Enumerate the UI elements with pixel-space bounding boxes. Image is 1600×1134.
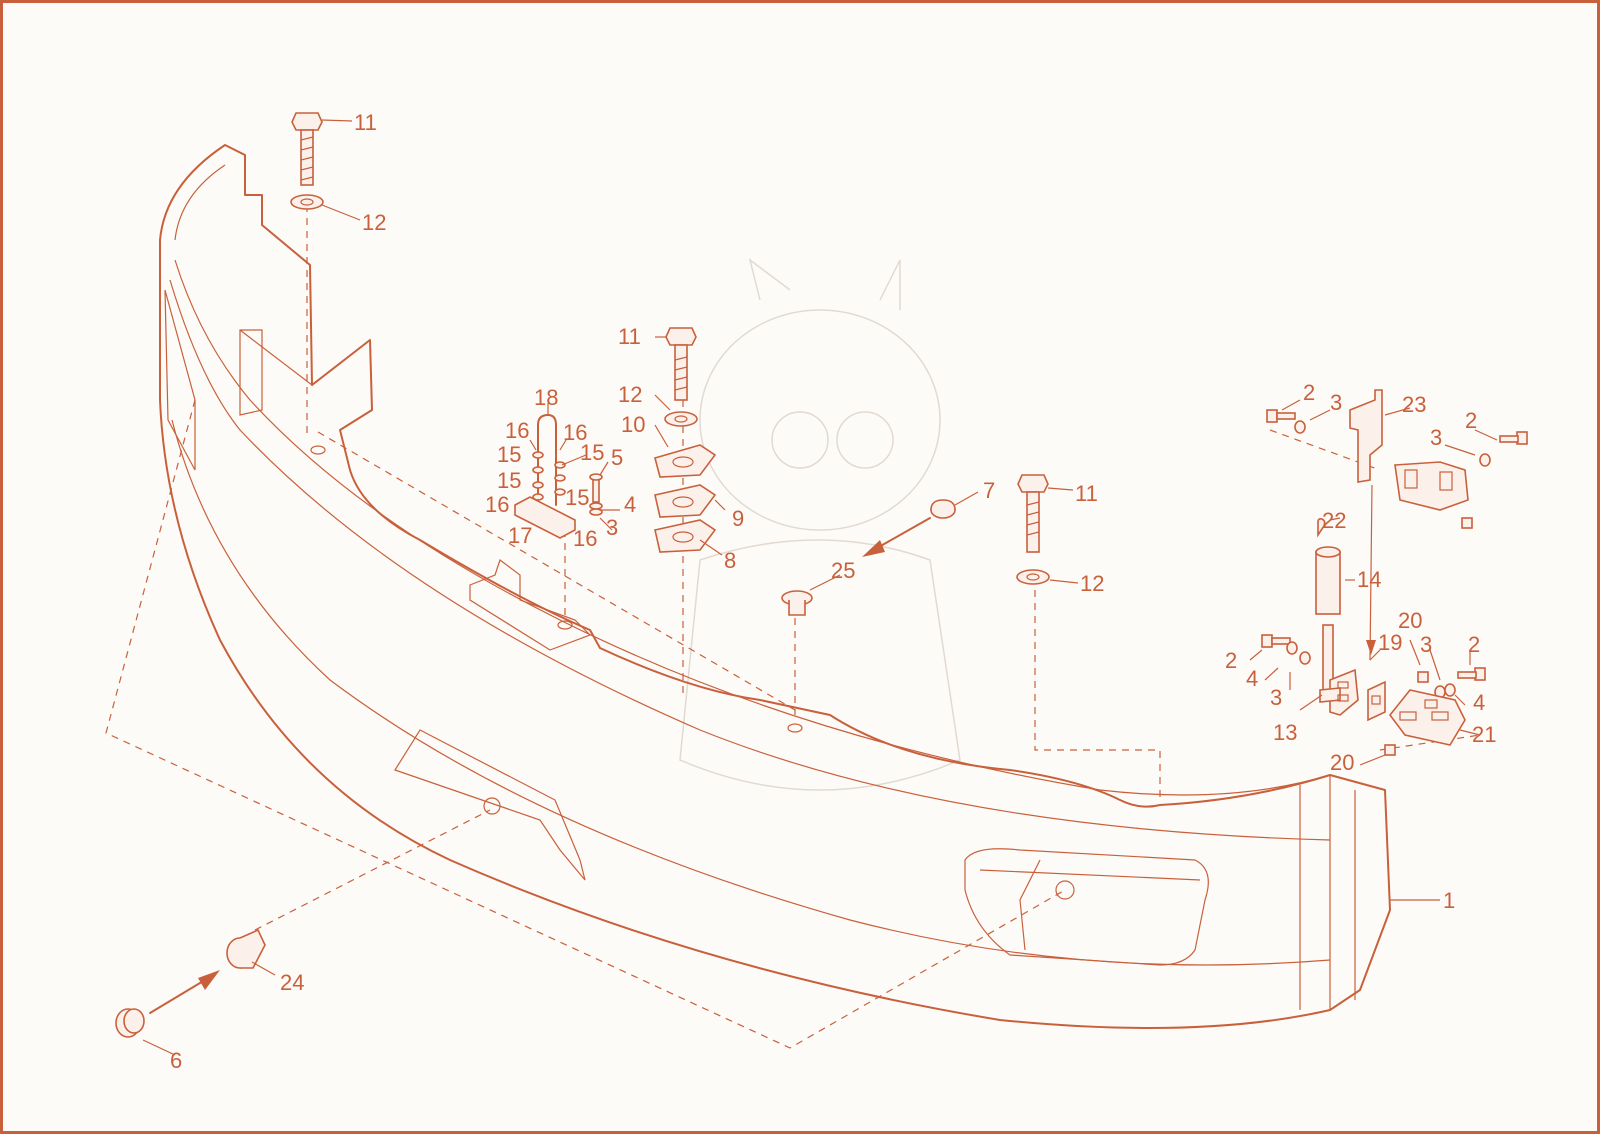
callout-4: 4 <box>1246 666 1258 691</box>
bracket-23 <box>1349 389 1473 661</box>
callout-2: 2 <box>1465 408 1477 433</box>
callout-5: 5 <box>611 445 623 470</box>
callout-2: 2 <box>1303 380 1315 405</box>
callout-9: 9 <box>732 506 744 531</box>
bolt-11-left <box>290 112 324 210</box>
callout-3: 3 <box>606 515 618 540</box>
callout-3: 3 <box>1420 632 1432 657</box>
callout-15: 15 <box>580 440 604 465</box>
callout-6: 6 <box>170 1048 182 1073</box>
bolt-11-right <box>1016 474 1050 585</box>
callout-12: 12 <box>362 210 386 235</box>
callout-20: 20 <box>1398 608 1422 633</box>
callout-4: 4 <box>624 492 636 517</box>
callout-3: 3 <box>1330 390 1342 415</box>
watermark-mascot <box>679 258 961 791</box>
callout-3: 3 <box>1430 425 1442 450</box>
bracket-19-21 <box>1367 671 1466 756</box>
callout-22: 22 <box>1322 508 1346 533</box>
callout-18: 18 <box>534 385 558 410</box>
bumper-body <box>159 144 1391 1029</box>
callout-21: 21 <box>1472 722 1496 747</box>
callout-11: 11 <box>618 324 641 349</box>
callout-16: 16 <box>573 526 597 551</box>
plug-7 <box>862 499 956 557</box>
callout-10: 10 <box>621 412 645 437</box>
callout-12: 12 <box>1080 571 1104 596</box>
callout-13: 13 <box>1273 720 1297 745</box>
callout-12: 12 <box>618 382 642 407</box>
callout-11: 11 <box>354 110 377 135</box>
callout-14: 14 <box>1357 567 1381 592</box>
clip-25 <box>781 590 813 616</box>
callout-3: 3 <box>1270 685 1282 710</box>
callout-16: 16 <box>505 418 529 443</box>
callout-15: 15 <box>497 468 521 493</box>
callout-16: 16 <box>563 420 587 445</box>
callout-1: 1 <box>1443 888 1455 913</box>
callout-2: 2 <box>1225 648 1237 673</box>
spacer-14-pin-13 <box>1315 518 1359 716</box>
leader-lines <box>142 119 1498 1056</box>
callout-25: 25 <box>831 558 855 583</box>
callout-17: 17 <box>508 523 532 548</box>
callout-23: 23 <box>1402 392 1426 417</box>
callout-labels: 1 2 2 2 2 3 3 3 3 3 4 4 4 5 6 7 8 9 10 1… <box>170 110 1496 1073</box>
callout-11: 11 <box>1075 481 1098 506</box>
callout-2: 2 <box>1468 632 1480 657</box>
screws-2-3 <box>1261 409 1528 699</box>
bolt-11-center <box>654 327 717 553</box>
callout-15: 15 <box>497 442 521 467</box>
callout-20: 20 <box>1330 750 1354 775</box>
callout-24: 24 <box>280 970 304 995</box>
callout-16: 16 <box>485 492 509 517</box>
callout-19: 19 <box>1378 630 1402 655</box>
callout-15: 15 <box>565 485 589 510</box>
callout-4: 4 <box>1473 690 1485 715</box>
callout-8: 8 <box>724 548 736 573</box>
cap-6 <box>115 970 220 1038</box>
u-bolt-assembly <box>514 414 603 539</box>
clip-24 <box>226 928 266 969</box>
callout-7: 7 <box>983 478 995 503</box>
